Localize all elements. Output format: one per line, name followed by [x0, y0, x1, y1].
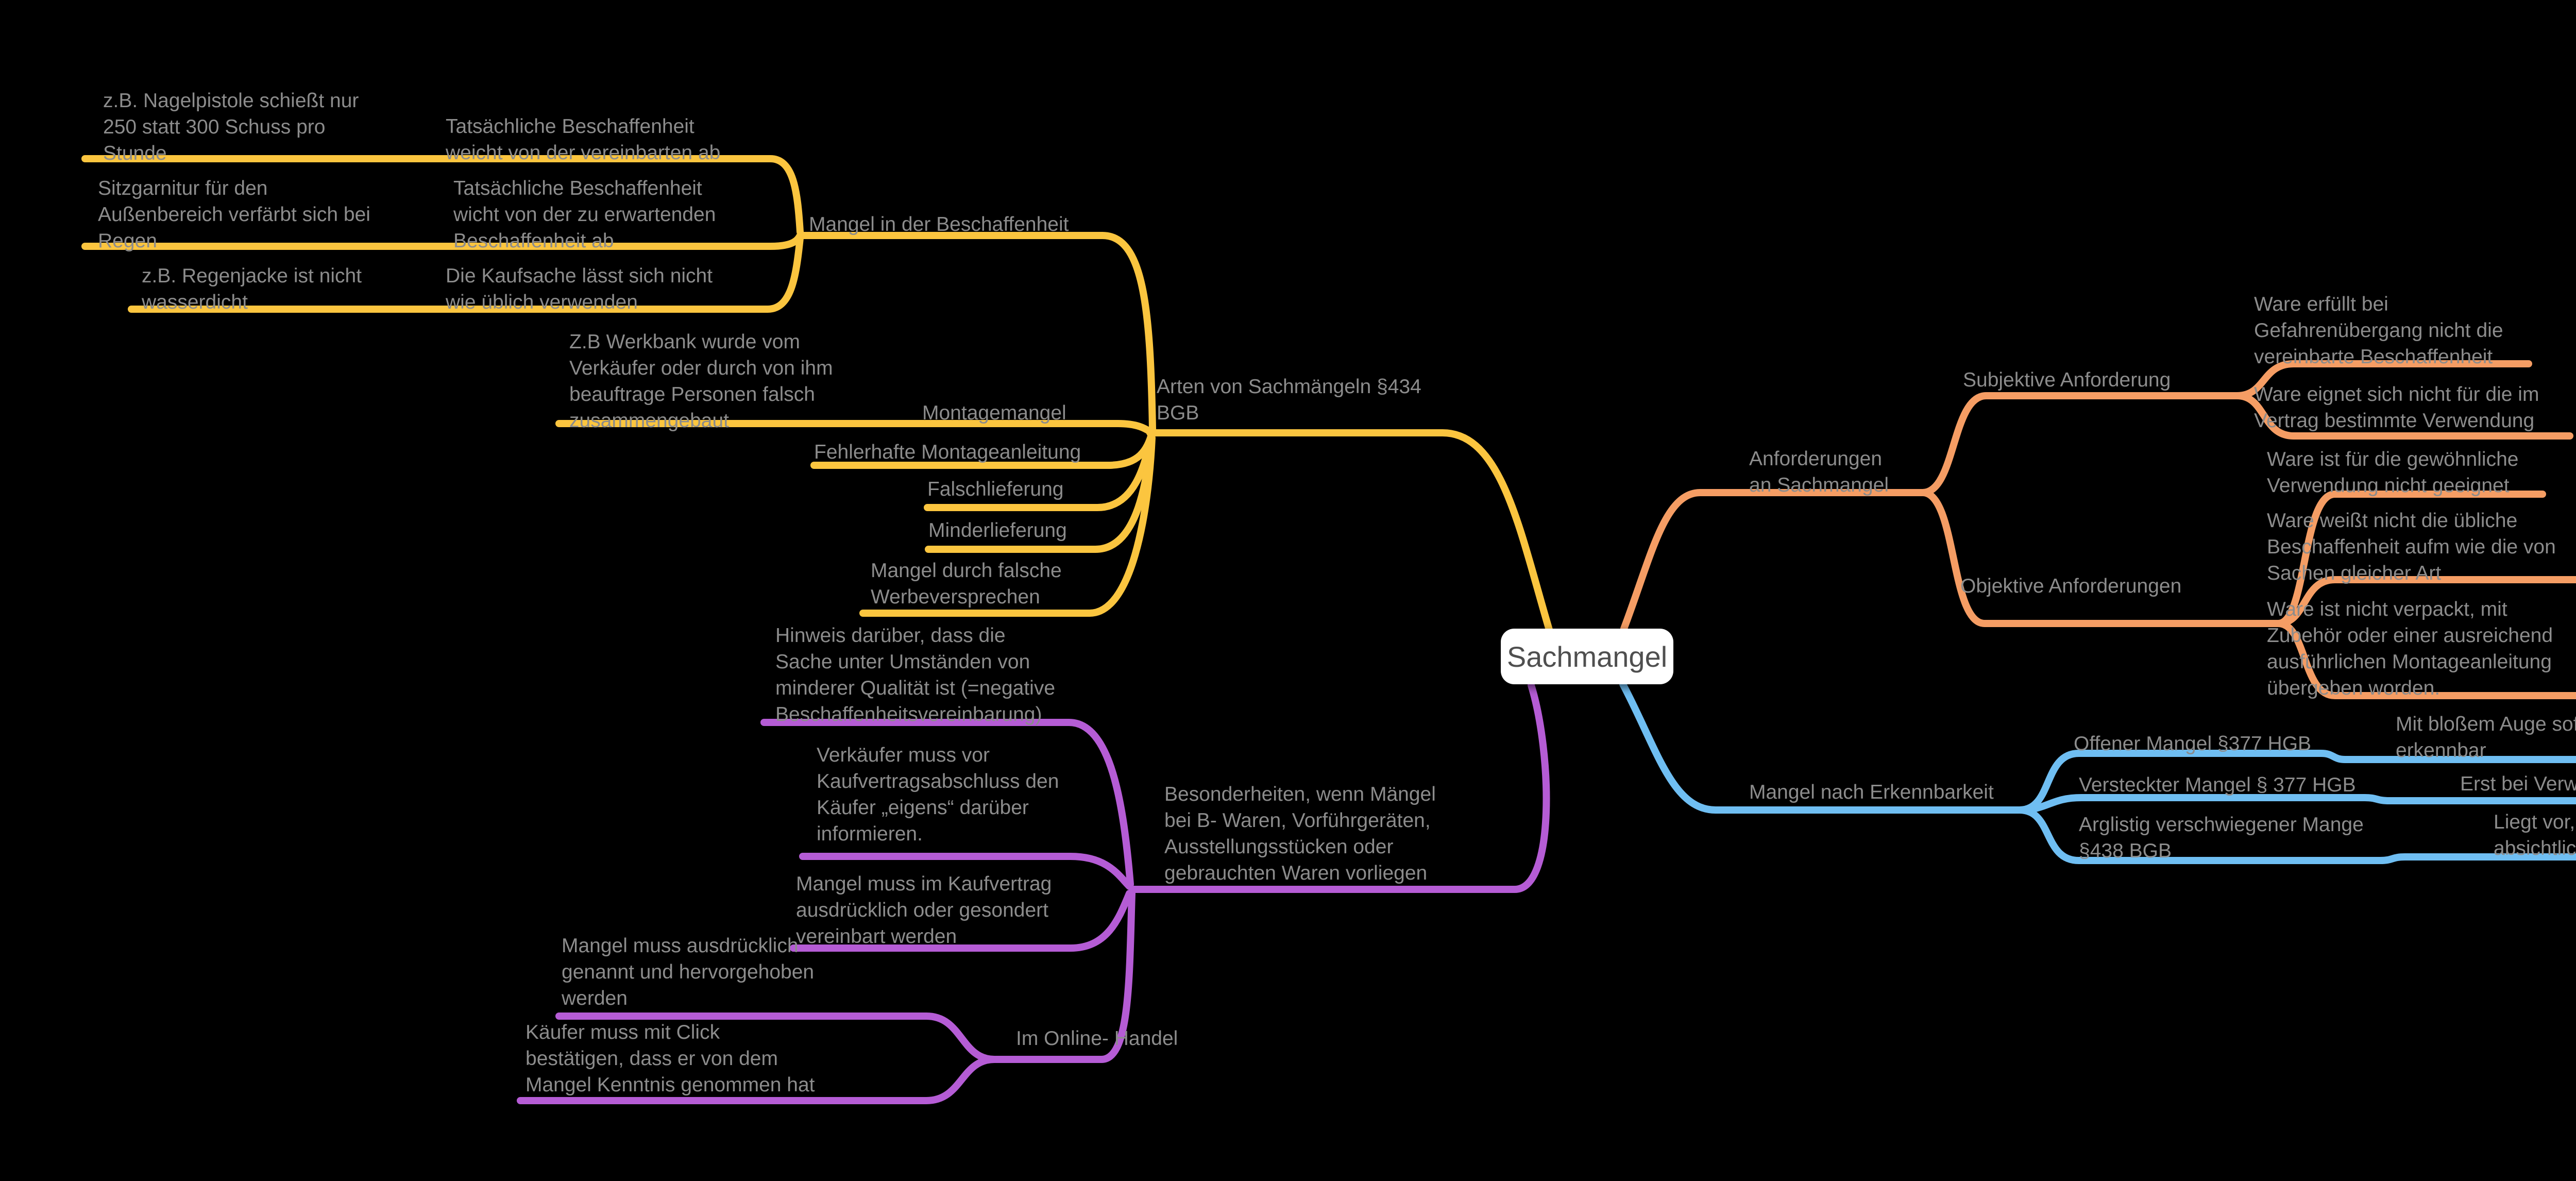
node-objektive[interactable]: Objektive Anforderungen	[1960, 575, 2182, 597]
node-arglistig[interactable]: Arglistig verschwiegener Mange §438 BGB	[2079, 814, 2364, 862]
node-uebliche-verwendung[interactable]: Die Kaufsache lässt sich nicht wie üblic…	[446, 265, 713, 313]
node-offener-mangel[interactable]: Offener Mangel §377 HGB	[2074, 733, 2312, 755]
node-falschlieferung[interactable]: Falschlieferung	[927, 478, 1064, 500]
note-regenjacke[interactable]: z.B. Regenjacke ist nicht wasserdicht	[142, 265, 362, 313]
connector-purple-online	[992, 890, 1136, 1063]
connector-orange-obj-item3	[2275, 620, 2576, 699]
node-erkennbarkeit[interactable]: Mangel nach Erkennbarkeit	[1749, 781, 1994, 803]
note-blossem-auge[interactable]: Mit bloßem Auge sofort erkennbar	[2396, 713, 2576, 762]
node-mangel-hervorgehoben[interactable]: Mangel muss ausdrücklich genannt und her…	[562, 935, 815, 1009]
node-montagemangel[interactable]: Montagemangel	[922, 402, 1066, 424]
connector-orange-trunk	[1620, 489, 1926, 632]
connector-purple-kaufvertrag	[790, 890, 1133, 952]
connector-purple-online-item1	[555, 1013, 998, 1063]
node-anforderungen[interactable]: Anforderungen an Sachmangel	[1749, 448, 1889, 496]
connector-orange-subj-item2	[2233, 392, 2573, 440]
node-erwartete-abweichung[interactable]: Tatsächliche Beschaffenheit wicht von de…	[453, 177, 716, 252]
connector-yellow-trunk	[1146, 429, 1553, 633]
node-vertrag-verwendung[interactable]: Ware eignet sich nicht für die im Vertra…	[2254, 383, 2539, 432]
node-versteckter-mangel[interactable]: Versteckter Mangel § 377 HGB	[2079, 774, 2356, 796]
root-node[interactable]: Sachmangel	[1501, 629, 1673, 684]
connector-orange-obj-item2	[2275, 576, 2576, 627]
note-verheimlicht[interactable]: Liegt vor, wenn der Mangel absichtlich v…	[2494, 811, 2576, 859]
node-nicht-verpackt[interactable]: Ware ist nicht verpackt, mit Zubehör ode…	[2267, 598, 2553, 699]
connector-yellow-row3	[128, 234, 804, 313]
node-click-bestaetigen[interactable]: Käufer muss mit Click bestätigen, dass e…	[526, 1021, 815, 1096]
node-uebliche-beschaffenheit[interactable]: Ware weißt nicht die übliche Beschaffenh…	[2267, 510, 2556, 584]
connector-yellow-beschaffenheit	[796, 232, 1156, 432]
connector-purple-trunk	[1129, 682, 1550, 893]
connector-yellow-werbeversprechen	[859, 434, 1156, 617]
node-gefahrenuebergang[interactable]: Ware erfüllt bei Gefahrenübergang nicht …	[2254, 293, 2503, 368]
node-kaufvertrag-vereinbart[interactable]: Mangel muss im Kaufvertrag ausdrücklich …	[796, 873, 1052, 948]
connector-blue-arglistig	[2016, 806, 2576, 864]
note-verwendung-erkennbar[interactable]: Erst bei Verwendung erkennbar	[2460, 773, 2576, 795]
connector-blue-trunk	[1619, 681, 2023, 814]
connector-orange-subjektive	[1919, 392, 2241, 496]
root-node-label: Sachmangel	[1506, 640, 1668, 673]
node-hinweis-qualitaet[interactable]: Hinweis darüber, dass die Sache unter Um…	[775, 625, 1056, 726]
node-werbeversprechen[interactable]: Mangel durch falsche Werbeversprechen	[871, 560, 1062, 608]
connector-purple-hinweis	[760, 719, 1134, 888]
node-minderlieferung[interactable]: Minderlieferung	[928, 519, 1067, 542]
node-verkaeufer-informieren[interactable]: Verkäufer muss vor Kaufvertragsabschluss…	[817, 744, 1059, 845]
note-sitzgarnitur[interactable]: Sitzgarnitur für den Außenbereich verfär…	[98, 177, 370, 252]
connector-purple-verkaeufer	[799, 853, 1133, 890]
connector-orange-obj-item1	[2275, 491, 2546, 627]
node-mangel-beschaffenheit[interactable]: Mangel in der Beschaffenheit	[809, 213, 1069, 235]
node-online-handel[interactable]: Im Online- Handel	[1016, 1027, 1178, 1050]
node-vereinbarte-abweichung[interactable]: Tatsächliche Beschaffenheit weicht von d…	[446, 115, 721, 164]
node-subjektive[interactable]: Subjektive Anforderung	[1963, 369, 2171, 391]
node-gewoehnliche-verwendung[interactable]: Ware ist für die gewöhnliche Verwendung …	[2267, 448, 2519, 497]
connector-orange-objektive	[1919, 489, 2282, 627]
note-werkbank[interactable]: Z.B Werkbank wurde vom Verkäufer oder du…	[569, 331, 833, 432]
connector-purple-online-item2	[517, 1056, 998, 1104]
connector-blue-offener	[2016, 750, 2576, 814]
note-nagelpistole[interactable]: z.B. Nagelpistole schießt nur 250 statt …	[103, 90, 359, 164]
node-montageanleitung[interactable]: Fehlerhafte Montageanleitung	[814, 441, 1081, 463]
node-besonderheiten[interactable]: Besonderheiten, wenn Mängel bei B- Waren…	[1164, 783, 1436, 884]
node-arten-sachmaengel[interactable]: Arten von Sachmängeln §434 BGB	[1157, 376, 1421, 424]
connector-yellow-row1	[81, 155, 804, 235]
connector-blue-versteckter	[2016, 794, 2576, 814]
